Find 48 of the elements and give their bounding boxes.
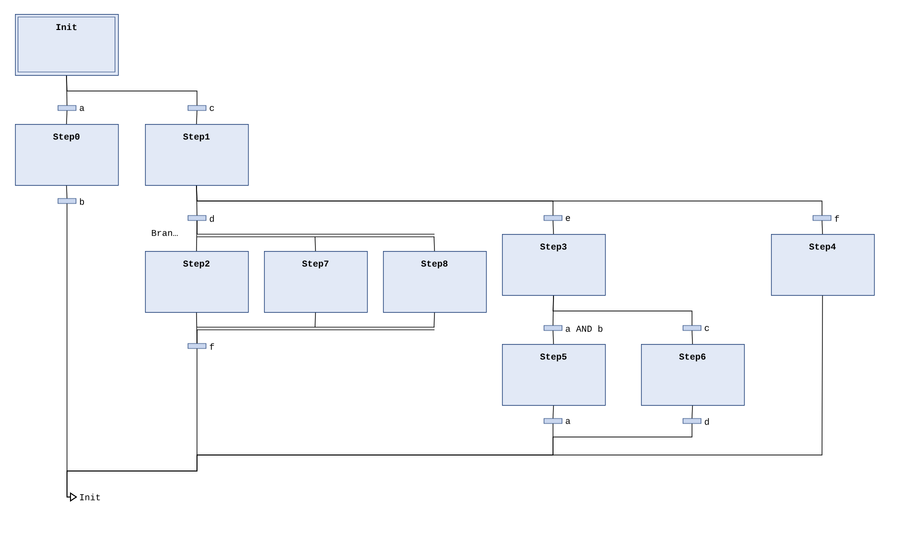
- transition-bar: [812, 215, 832, 221]
- step-box: Init: [15, 14, 119, 76]
- step-box: Step2: [145, 251, 249, 313]
- transition-condition: c: [210, 106, 214, 111]
- transition-condition: b: [80, 198, 84, 205]
- connector-line: [196, 312, 435, 344]
- transition-condition: d: [210, 215, 214, 222]
- step-box: Step1: [145, 124, 249, 186]
- connector-line: [552, 220, 554, 234]
- transition-bar: [58, 105, 76, 111]
- connector-line: [66, 74, 198, 106]
- transition-condition: d: [704, 418, 709, 425]
- transition-bar: [188, 343, 206, 349]
- jump-label: Init: [80, 494, 100, 500]
- connector-line: [196, 220, 435, 252]
- transition-bar: [188, 215, 206, 221]
- step-box: Step4: [771, 234, 875, 296]
- transition-condition: a: [80, 106, 84, 111]
- connector-line: [196, 110, 198, 124]
- step-box: Step5: [502, 344, 606, 406]
- step-box: Step7: [264, 251, 368, 313]
- step-box: Step0: [15, 124, 119, 186]
- transition-bar: [682, 325, 702, 331]
- connector-line: [822, 220, 823, 234]
- transition-bar: [544, 418, 562, 424]
- transition-condition: a: [566, 419, 570, 424]
- transition-bar: [544, 325, 562, 331]
- connector-line: [196, 184, 822, 216]
- connector-line: [66, 110, 68, 124]
- connector-line: [552, 330, 554, 344]
- connector-line: [692, 404, 693, 419]
- transition-bar: [682, 418, 702, 424]
- connector-line: [66, 184, 68, 199]
- transition-condition: e: [566, 216, 570, 221]
- transition-condition: c: [704, 326, 709, 331]
- step-box: Step8: [383, 251, 487, 313]
- step-box: Step6: [641, 344, 745, 406]
- connector-line: [692, 330, 693, 344]
- transition-condition: a AND b: [566, 325, 602, 332]
- connector-line: [552, 294, 692, 326]
- transition-bar: [188, 105, 206, 111]
- transition-bar: [58, 198, 76, 204]
- transition-condition: f: [834, 215, 840, 222]
- transition-condition: f: [210, 343, 214, 350]
- transition-bar: [544, 215, 562, 221]
- connector-line: [552, 404, 554, 419]
- branch-label: Bran…: [152, 230, 178, 236]
- step-box: Step3: [502, 234, 606, 296]
